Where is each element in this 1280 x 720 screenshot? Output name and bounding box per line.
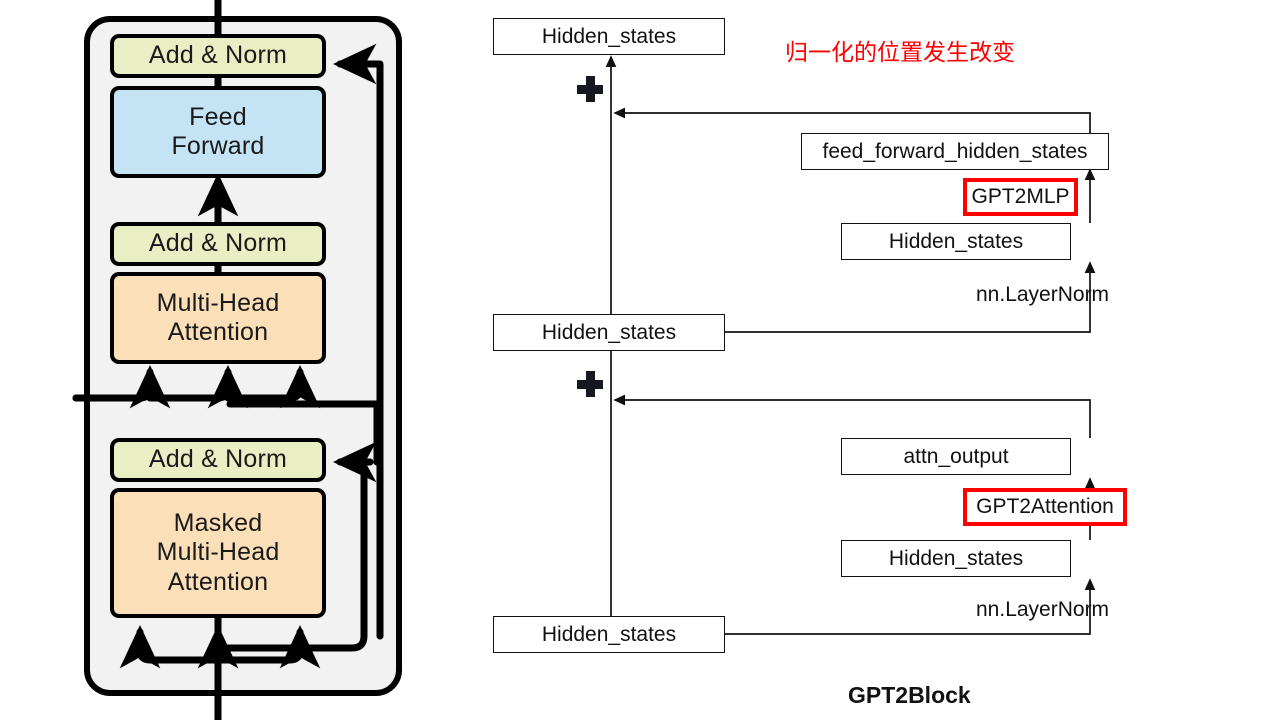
diagram-caption-gpt2block: GPT2Block — [848, 682, 971, 709]
node-hidden-states-mlp-input: Hidden_states — [841, 223, 1071, 260]
node-hidden-states-mid: Hidden_states — [493, 314, 725, 351]
block-masked-multi-head-attention: Masked Multi-Head Attention — [110, 488, 326, 618]
block-label-line3: Attention — [167, 567, 269, 596]
node-attn-output: attn_output — [841, 438, 1071, 475]
node-gpt2mlp: GPT2MLP — [963, 178, 1078, 216]
node-label: feed_forward_hidden_states — [822, 139, 1088, 163]
block-label-line1: Masked — [173, 508, 263, 537]
block-label-line1: Feed — [189, 102, 247, 131]
block-label-line2: Multi-Head — [156, 538, 280, 567]
node-feed-forward-hidden-states: feed_forward_hidden_states — [801, 133, 1109, 170]
node-label: Hidden_states — [888, 546, 1024, 570]
edge-label-layernorm-mlp: nn.LayerNorm — [976, 283, 1109, 307]
node-hidden-states-input: Hidden_states — [493, 616, 725, 653]
block-add-norm-mid: Add & Norm — [110, 222, 326, 266]
block-label-line1: Multi-Head — [156, 288, 280, 317]
residual-add-bottom — [577, 371, 603, 397]
node-hidden-states-out: Hidden_states — [493, 18, 725, 55]
node-hidden-states-attention-input: Hidden_states — [841, 540, 1071, 577]
edge-label-text: nn.LayerNorm — [976, 598, 1110, 621]
block-label-line2: Attention — [167, 318, 269, 346]
node-label: attn_output — [903, 444, 1009, 468]
annotation-normalization-moved: 归一化的位置发生改变 — [785, 33, 1015, 67]
block-label: Add & Norm — [148, 445, 288, 474]
block-label: Add & Norm — [148, 229, 288, 258]
edge-label-text: nn.LayerNorm — [976, 283, 1110, 306]
node-label: GPT2MLP — [971, 185, 1070, 208]
node-label: Hidden_states — [888, 229, 1024, 253]
node-label: Hidden_states — [541, 320, 677, 344]
block-add-norm-top: Add & Norm — [110, 34, 326, 78]
caption-text: GPT2Block — [848, 682, 971, 708]
node-label: Hidden_states — [541, 622, 677, 646]
annotation-text: 归一化的位置发生改变 — [785, 40, 1015, 66]
edge-label-layernorm-attention: nn.LayerNorm — [976, 598, 1109, 622]
block-feed-forward: Feed Forward — [110, 86, 326, 178]
node-label: GPT2Attention — [976, 495, 1114, 518]
block-label: Add & Norm — [148, 41, 288, 70]
block-multi-head-attention: Multi-Head Attention — [110, 272, 326, 364]
block-label-line2: Forward — [171, 132, 265, 160]
node-label: Hidden_states — [541, 24, 677, 48]
residual-add-top — [577, 76, 603, 102]
block-add-norm-bottom: Add & Norm — [110, 438, 326, 482]
node-gpt2attention: GPT2Attention — [963, 488, 1127, 526]
